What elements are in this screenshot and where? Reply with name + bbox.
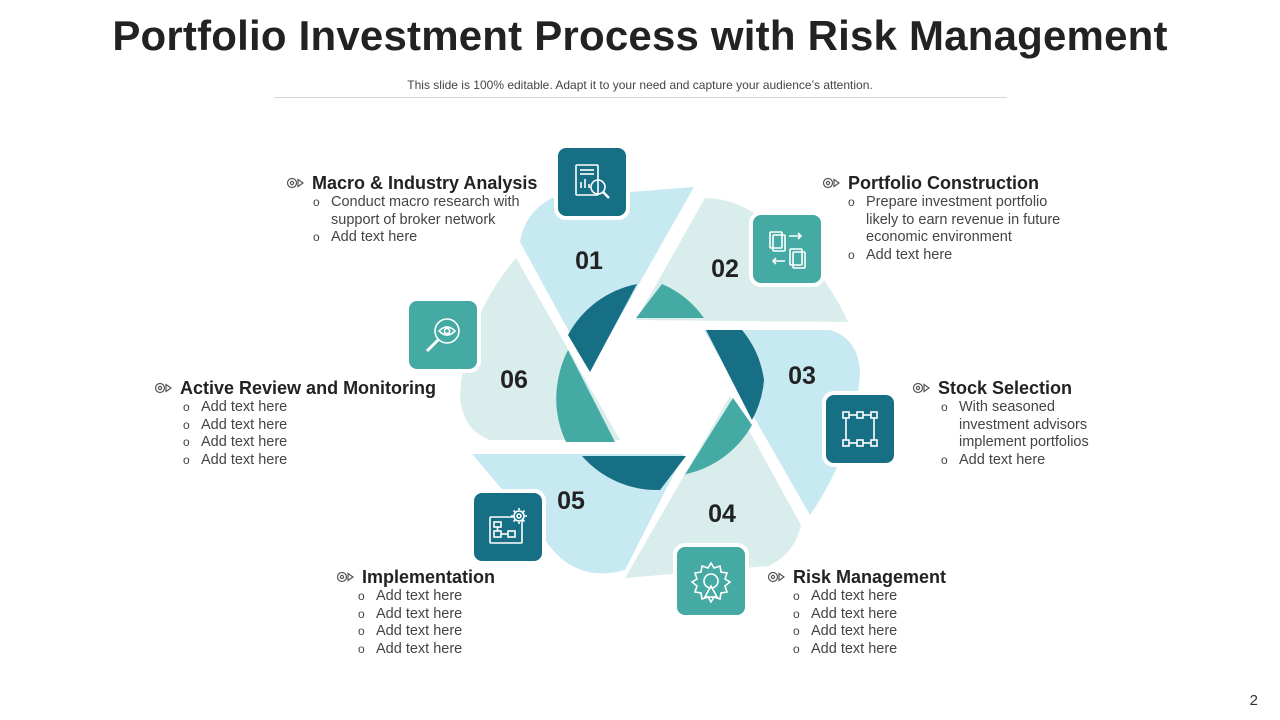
bullet-item: Add text here: [358, 606, 536, 624]
step-05-title: Implementation: [362, 567, 496, 587]
bullet-item: Add text here: [793, 623, 971, 641]
step-04-bullets: Add text here Add text here Add text her…: [793, 588, 971, 658]
slide-title: Portfolio Investment Process with Risk M…: [112, 12, 1168, 59]
step-05-text-block: Implementation Add text here Add text he…: [336, 566, 536, 658]
step-02-icon-box: [749, 211, 825, 287]
bullet-item: Add text here: [793, 606, 971, 624]
bullet-item: Add text here: [793, 641, 971, 659]
ring-segment-02: [636, 284, 704, 318]
ring-segment-06: [556, 350, 615, 442]
document-exchange-icon: [769, 231, 806, 269]
step-01-icon-box: [554, 144, 630, 220]
step-06-title: Active Review and Monitoring: [180, 378, 437, 398]
step-01-title: Macro & Industry Analysis: [312, 173, 538, 193]
bullet-item: Add text here: [183, 417, 361, 435]
flowchart-gear-icon: [489, 508, 527, 544]
target-arrow-icon: [767, 571, 786, 583]
petal-01: [520, 187, 694, 370]
step-03-icon-box: [822, 391, 898, 467]
target-arrow-icon: [154, 382, 173, 394]
step-02-bullets: Prepare investment portfolio likely to e…: [848, 194, 1071, 264]
step-number-03: 03: [788, 362, 816, 390]
gear-warning-icon: [690, 561, 732, 603]
bullet-item: With seasoned investment advisors implem…: [941, 399, 1099, 452]
step-02-title: Portfolio Construction: [848, 173, 1039, 193]
bullet-item: Add text here: [358, 623, 536, 641]
petal-02: [636, 198, 848, 322]
step-number-02: 02: [711, 255, 739, 283]
ring-segment-05: [582, 456, 686, 491]
step-05-icon-box: [470, 489, 546, 565]
bullet-item: Add text here: [183, 434, 361, 452]
step-03-title: Stock Selection: [938, 378, 1073, 398]
step-number-01: 01: [575, 247, 603, 275]
target-arrow-icon: [336, 571, 355, 583]
title-divider: [274, 97, 1007, 98]
step-06-icon-box: [405, 297, 481, 373]
slide-subtitle: This slide is 100% editable. Adapt it to…: [407, 78, 873, 92]
step-number-06: 06: [500, 366, 528, 394]
step-04-text-block: Risk Management Add text here Add text h…: [767, 566, 987, 658]
step-06-text-block: Active Review and Monitoring Add text he…: [154, 377, 454, 469]
bullet-item: Add text here: [313, 229, 541, 247]
report-magnifier-icon: [575, 164, 610, 199]
bullet-item: Prepare investment portfolio likely to e…: [848, 194, 1071, 247]
bullet-item: Conduct macro research with support of b…: [313, 194, 541, 229]
step-01-text-block: Macro & Industry Analysis Conduct macro …: [286, 172, 566, 247]
bullet-item: Add text here: [358, 641, 536, 659]
petal-04: [625, 396, 801, 578]
step-02-text-block: Portfolio Construction Prepare investmen…: [822, 172, 1082, 264]
step-04-title: Risk Management: [793, 567, 947, 587]
bullet-item: Add text here: [793, 588, 971, 606]
target-arrow-icon: [822, 177, 841, 189]
step-03-bullets: With seasoned investment advisors implem…: [941, 399, 1099, 469]
page-number: 2: [1249, 692, 1258, 709]
step-01-bullets: Conduct macro research with support of b…: [313, 194, 541, 247]
step-05-bullets: Add text here Add text here Add text her…: [358, 588, 536, 658]
target-arrow-icon: [912, 382, 931, 394]
bullet-item: Add text here: [183, 399, 361, 417]
step-03-text-block: Stock Selection With seasoned investment…: [912, 377, 1112, 469]
ring-segment-01: [568, 284, 637, 372]
bullet-item: Add text here: [358, 588, 536, 606]
eye-magnifier-icon: [425, 318, 460, 353]
bullet-item: Add text here: [183, 452, 361, 470]
ring-segment-04: [684, 398, 752, 476]
ring-segment-03: [706, 330, 764, 420]
bullet-item: Add text here: [941, 452, 1099, 470]
selection-square-icon: [842, 411, 878, 447]
step-06-bullets: Add text here Add text here Add text her…: [183, 399, 361, 469]
target-arrow-icon: [286, 177, 305, 189]
step-04-icon-box: [673, 543, 749, 619]
bullet-item: Add text here: [848, 247, 1071, 265]
step-number-04: 04: [708, 500, 736, 528]
step-number-05: 05: [557, 487, 585, 515]
